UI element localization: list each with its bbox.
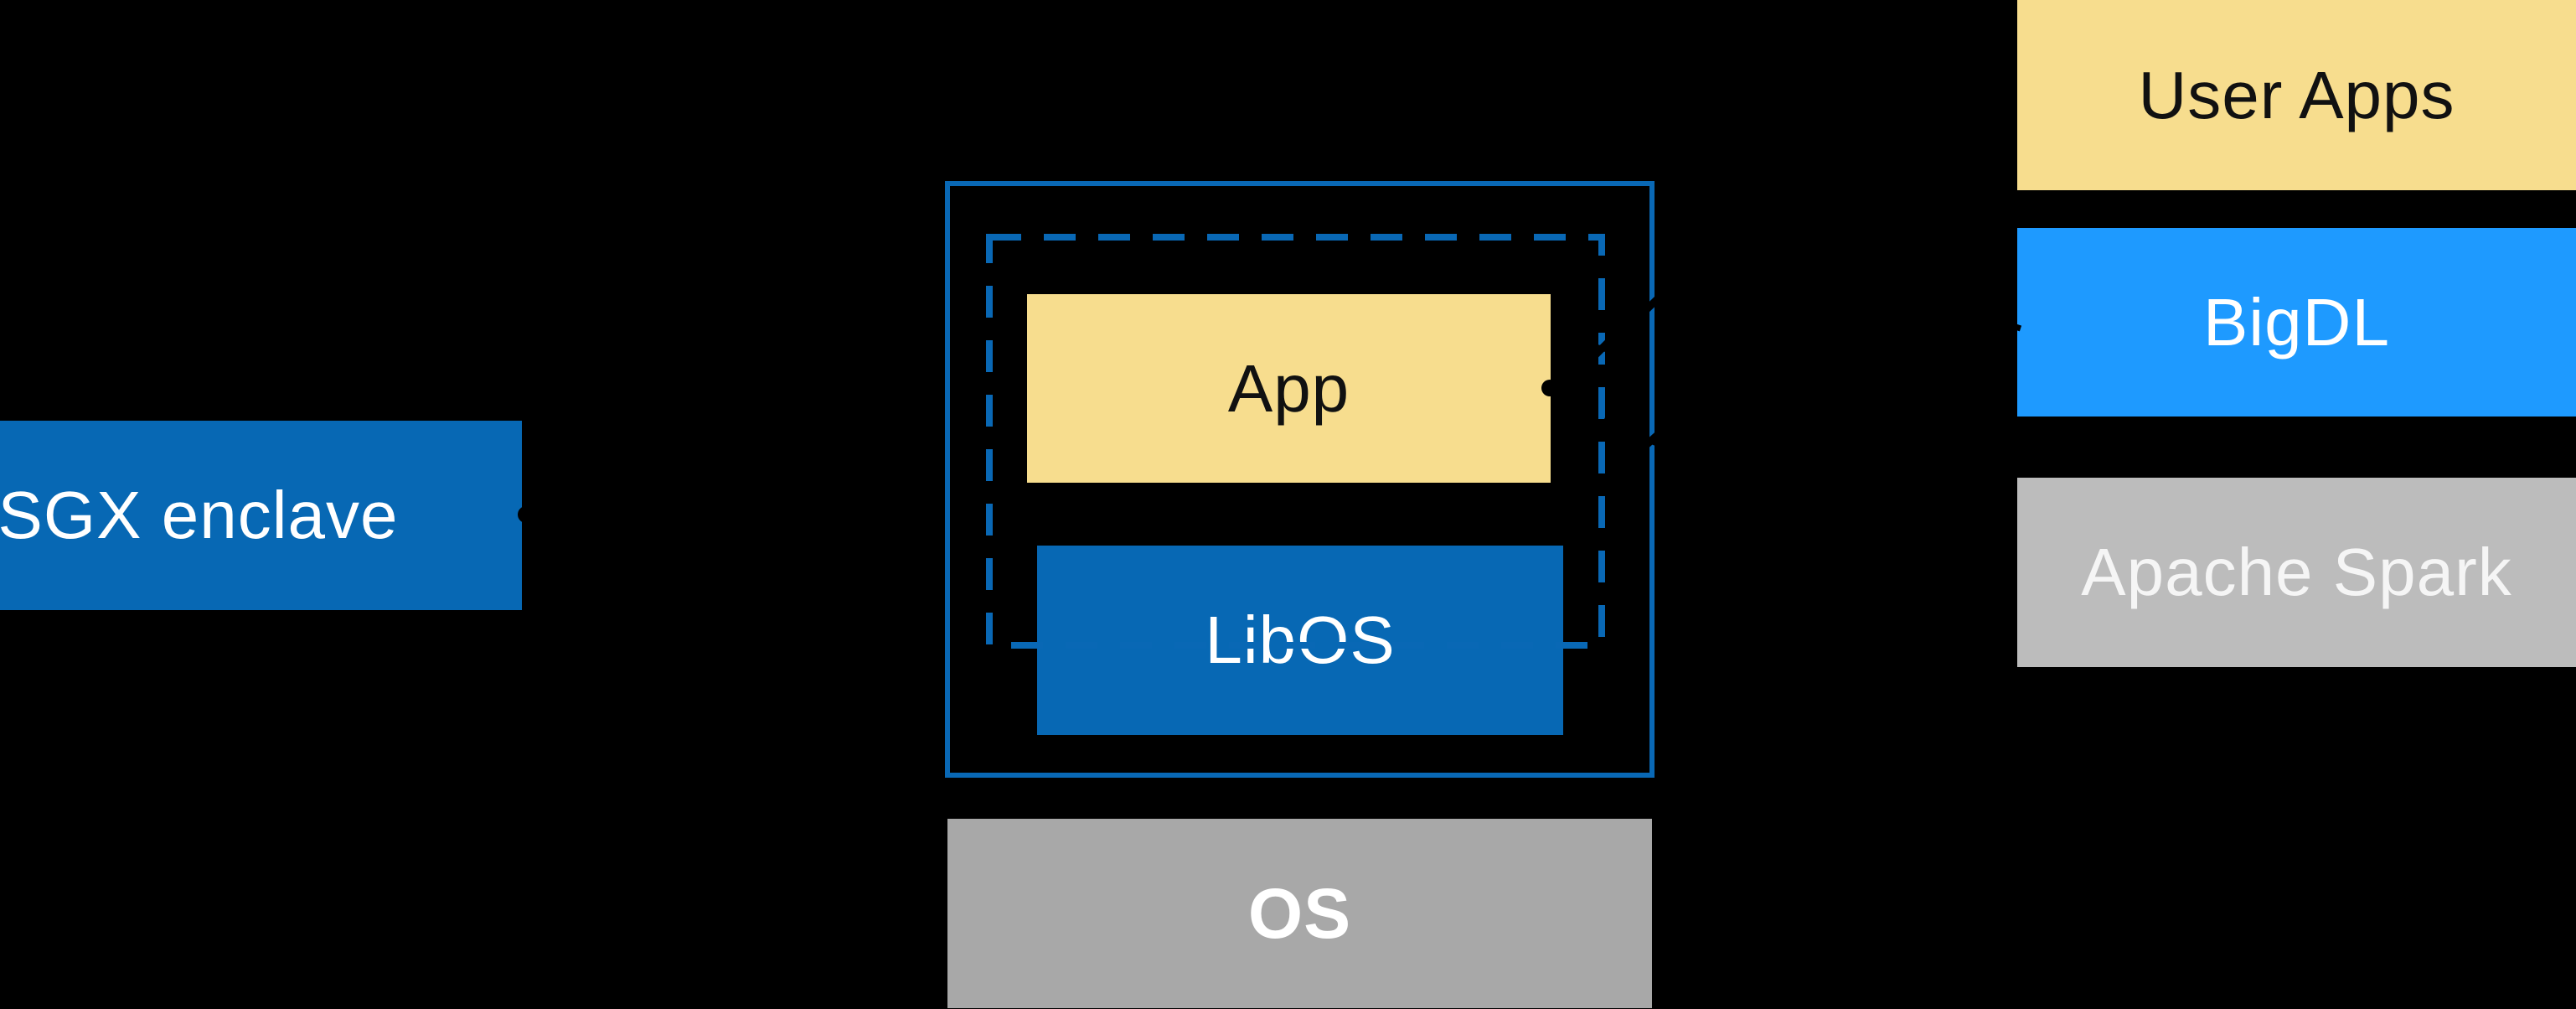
user-apps-box: User Apps bbox=[2017, 0, 2576, 190]
sgx-enclave-box: SGX enclave bbox=[0, 421, 522, 610]
dashed-arrow-sgx-icon bbox=[544, 471, 941, 518]
bigdl-box: BigDL bbox=[2017, 228, 2576, 417]
bigdl-label: BigDL bbox=[2203, 284, 2390, 360]
enclave-outer-box bbox=[945, 181, 1655, 778]
os-label: OS bbox=[1247, 873, 1352, 953]
sgx-enclave-label: SGX enclave bbox=[0, 478, 399, 552]
apache-spark-label: Apache Spark bbox=[2081, 535, 2512, 609]
app-label: App bbox=[1227, 350, 1350, 426]
libos-label: LibOS bbox=[1205, 603, 1396, 677]
apache-spark-box: Apache Spark bbox=[2017, 478, 2576, 667]
os-box: OS bbox=[947, 819, 1652, 1008]
app-box: App bbox=[1027, 294, 1551, 483]
user-apps-label: User Apps bbox=[2138, 57, 2455, 132]
libos-box: LibOS bbox=[1037, 546, 1563, 735]
